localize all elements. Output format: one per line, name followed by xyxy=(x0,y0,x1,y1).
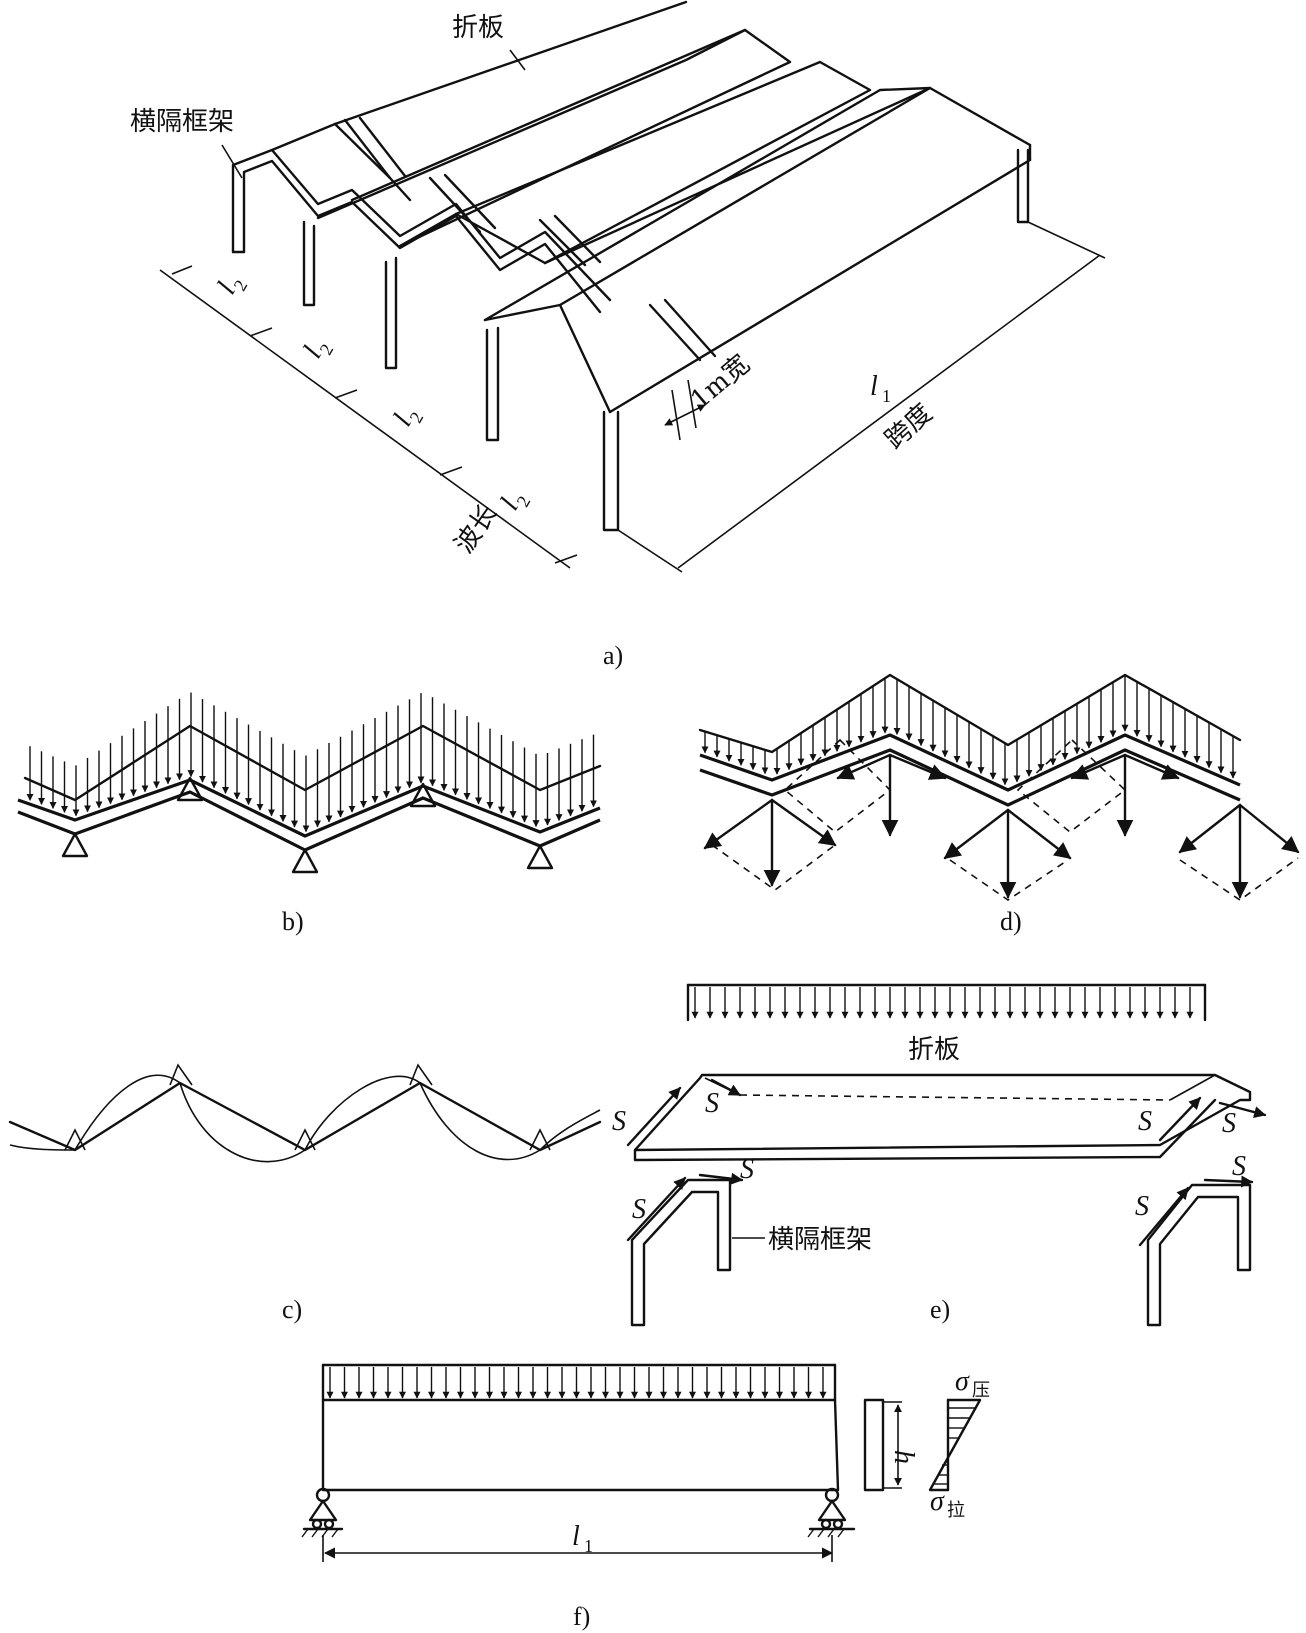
cross-section: h xyxy=(863,1398,919,1492)
load-arrows-d xyxy=(701,675,1237,786)
shear-s-4: S xyxy=(1222,1108,1236,1139)
diaphragm-leader xyxy=(221,144,243,179)
support-left xyxy=(301,1487,344,1538)
caption-b: b) xyxy=(282,907,304,936)
span-l1-label: l xyxy=(870,371,878,402)
dim-tick xyxy=(554,554,578,564)
diaphragm-label-e: 横隔框架 xyxy=(768,1225,872,1255)
span-l1-label-f: l xyxy=(572,1521,580,1552)
wavelength-dimension: l 2 l 2 l 2 l 2 波长 xyxy=(159,265,578,569)
shear-arrow xyxy=(626,1086,682,1147)
wavelength-label: 波长 xyxy=(449,499,503,559)
strip-width-dimension: 1m宽 xyxy=(664,349,756,441)
svg-text:拉: 拉 xyxy=(947,1500,965,1520)
panel-a-folded-plate-roof: 折板 横隔框架 l 2 l 2 l 2 l 2 xyxy=(130,0,1106,670)
diaphragm-frame-left: S S 横隔框架 xyxy=(626,1154,872,1327)
dim-tick xyxy=(439,466,463,476)
stress-diagram: σ 压 σ 拉 xyxy=(928,1366,990,1520)
svg-text:1: 1 xyxy=(882,386,891,406)
force-parallelograms xyxy=(703,738,1300,901)
panel-f-simple-beam: l 1 h σ 压 σ 拉 f) xyxy=(301,1363,990,1631)
svg-text:压: 压 xyxy=(972,1380,990,1400)
panel-e-shear-transfer: 折板 S S S S S S 横隔框架 S S xyxy=(612,983,1267,1327)
load-arrows-e xyxy=(691,987,1194,1019)
support-right xyxy=(807,1487,856,1538)
load-arrows-f xyxy=(326,1367,827,1399)
beam-body xyxy=(321,1398,840,1492)
shear-arrow xyxy=(1218,1101,1267,1119)
folded-plate-leader xyxy=(509,49,526,71)
span-label: 跨度 xyxy=(880,398,939,455)
dim-tick xyxy=(334,389,358,399)
panel-b-continuous-beam: b) xyxy=(17,692,602,936)
load-arrows-b xyxy=(26,692,597,833)
shear-s-6: S xyxy=(740,1154,754,1185)
shear-s-5: S xyxy=(632,1194,646,1225)
supports-b xyxy=(61,776,554,874)
sigma-tension-label: σ xyxy=(930,1486,945,1517)
panel-d-load-decomposition: d) xyxy=(698,673,1300,936)
caption-d: d) xyxy=(1000,907,1022,936)
sigma-compression-label: σ xyxy=(955,1366,970,1397)
caption-e: e) xyxy=(930,1295,950,1324)
folded-plate-label-e: 折板 xyxy=(908,1035,960,1065)
caption-c: c) xyxy=(282,1295,302,1324)
svg-text:1: 1 xyxy=(584,1536,593,1556)
dim-tick xyxy=(171,265,193,275)
diaphragm-frames xyxy=(231,143,1032,532)
dim-tick xyxy=(249,327,273,337)
shear-s-2: S xyxy=(705,1088,719,1119)
caption-a: a) xyxy=(603,641,623,670)
shear-s-8: S xyxy=(1232,1151,1246,1182)
caption-f: f) xyxy=(573,1602,590,1631)
folded-plate-label: 折板 xyxy=(452,13,504,43)
height-label: h xyxy=(888,1450,919,1464)
shear-s-7: S xyxy=(1135,1191,1149,1222)
shear-arrow xyxy=(710,1078,742,1097)
diaphragm-label: 横隔框架 xyxy=(130,107,234,137)
shear-s-1: S xyxy=(612,1106,626,1137)
shear-s-3: S xyxy=(1138,1106,1152,1137)
panel-c-deflected-shape: c) xyxy=(8,1063,602,1324)
shear-arrow xyxy=(1158,1096,1202,1142)
diaphragm-frame-right: S S xyxy=(1135,1151,1254,1327)
